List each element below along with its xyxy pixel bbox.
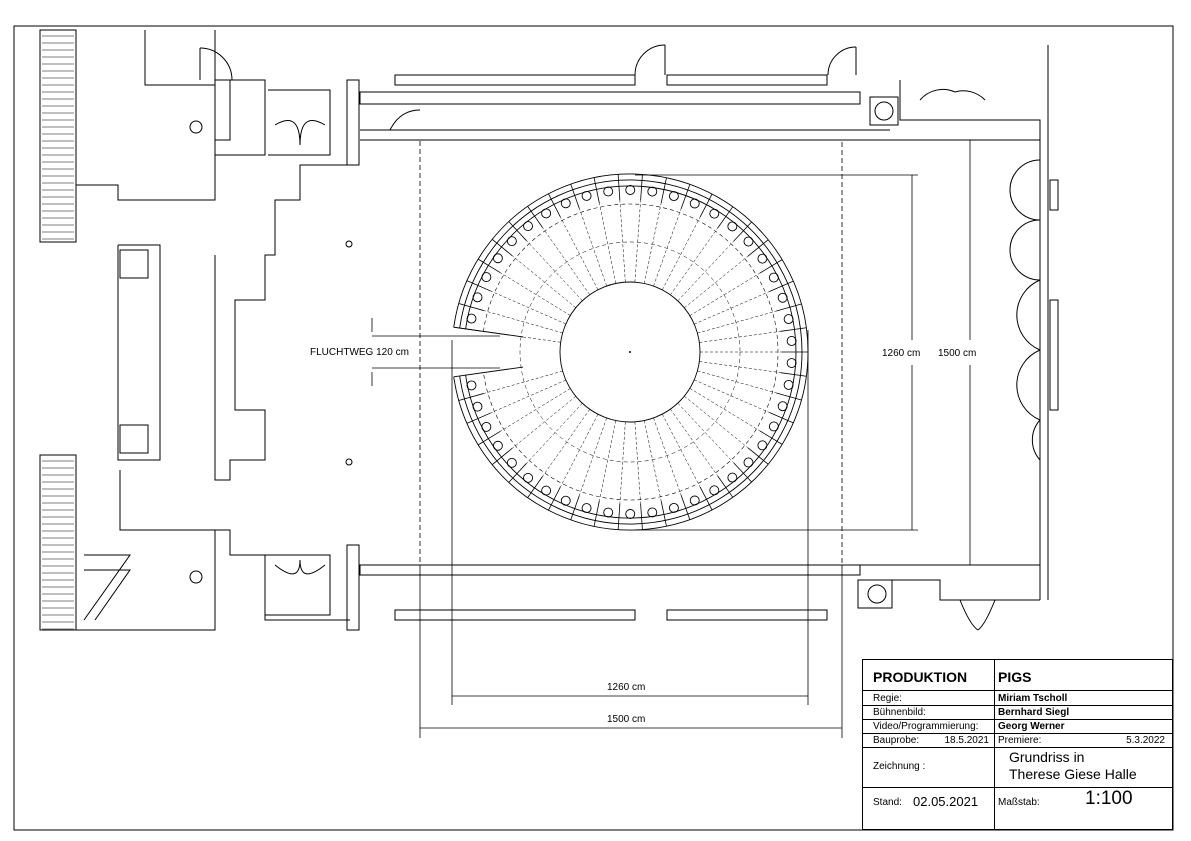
sheet-border (13, 25, 1174, 831)
upper-wall (359, 44, 1041, 141)
scale-value: 1:100 (1085, 788, 1133, 809)
escape-route-label: FLUCHTWEG 120 cm (310, 347, 409, 358)
escape-route-markers (371, 318, 500, 386)
lower-wall (359, 564, 1040, 631)
stair-treads-bottom (42, 460, 74, 630)
dimension-horizontal-inner-label: 1260 cm (607, 682, 645, 693)
dimension-horizontal-outer-label: 1500 cm (607, 714, 645, 725)
dimension-vertical-inner (635, 174, 918, 531)
drawing-title-line-1: Grundriss in (1009, 749, 1085, 765)
video-label: Video/Programmierung: (873, 721, 979, 732)
stair-treads-top (42, 35, 74, 240)
video-value: Georg Werner (998, 721, 1065, 732)
drawing-title-line-2: Therese Giese Halle (1009, 766, 1137, 782)
set-design-value: Bernhard Siegl (998, 707, 1070, 718)
stage-area (419, 139, 843, 566)
premiere-date: 5.3.2022 (1126, 735, 1165, 746)
right-wall (1009, 45, 1059, 600)
stand-date: 02.05.2021 (913, 794, 979, 809)
scale-label: Maßstab: (998, 797, 1040, 808)
production-name: PIGS (998, 669, 1032, 685)
director-label: Regie: (873, 693, 902, 704)
production-label: PRODUKTION (873, 669, 968, 685)
dimension-horizontal-outer (419, 565, 843, 738)
set-design-label: Bühnenbild: (873, 707, 926, 718)
drawing-label: Zeichnung : (873, 761, 926, 772)
left-building-structure (39, 29, 360, 631)
bauprobe-label: Bauprobe: (873, 735, 920, 746)
premiere-label: Premiere: (998, 735, 1042, 746)
dimension-horizontal-inner (451, 330, 809, 705)
bauprobe-date: 18.5.2021 (944, 735, 990, 746)
title-block: PRODUKTION PIGS Regie: Miriam Tscholl Bü… (862, 659, 1173, 830)
stand-label: Stand: (873, 797, 902, 808)
director-value: Miriam Tscholl (998, 693, 1068, 704)
circular-seating-ring (453, 173, 809, 531)
dimension-vertical-inner-label: 1260 cm (882, 348, 920, 359)
dimension-vertical-outer-label: 1500 cm (938, 348, 976, 359)
